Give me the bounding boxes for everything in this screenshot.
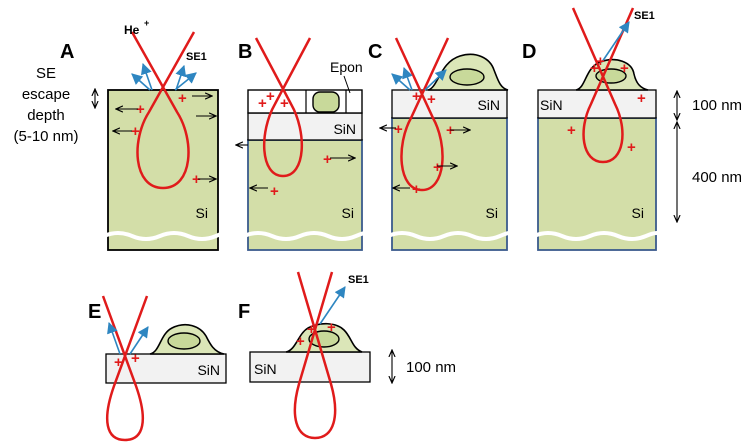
panel-b: B Si SiN Epon + + + + + xyxy=(236,37,369,251)
svg-text:+: + xyxy=(627,139,636,156)
helium-beam xyxy=(254,37,312,178)
svg-text:depth: depth xyxy=(27,107,65,124)
panel-label-d: D xyxy=(522,41,536,63)
helium-beam xyxy=(571,7,635,164)
svg-text:(5-10 nm): (5-10 nm) xyxy=(13,128,78,145)
svg-text:+: + xyxy=(412,181,421,198)
svg-text:+: + xyxy=(131,350,140,367)
panel-c: C Si SiN + + + + + + xyxy=(368,37,514,251)
svg-text:+: + xyxy=(114,354,123,371)
svg-text:+: + xyxy=(258,95,267,112)
panel-label-c: C xyxy=(368,41,382,63)
svg-text:+: + xyxy=(620,60,629,77)
svg-text:+: + xyxy=(433,159,442,176)
svg-text:+: + xyxy=(280,95,289,112)
svg-text:+: + xyxy=(270,183,279,200)
sin-label: SiN xyxy=(197,362,220,378)
svg-text:+: + xyxy=(596,53,605,70)
si-label: Si xyxy=(632,205,644,221)
epon-label: Epon xyxy=(330,59,363,75)
helium-beam xyxy=(101,295,149,442)
si-label: Si xyxy=(196,205,208,221)
svg-text:+: + xyxy=(266,88,275,105)
svg-text:+: + xyxy=(192,171,201,188)
se1-label: SE1 xyxy=(186,51,207,63)
panel-a: A Si He + SE1 + + + + xyxy=(60,18,227,251)
svg-text:+: + xyxy=(307,321,316,338)
svg-text:SE: SE xyxy=(36,65,56,82)
sin-label: SiN xyxy=(477,97,500,113)
panel-e: E SiN + + xyxy=(88,295,227,442)
dim-bottom-label: 100 nm xyxy=(406,359,456,376)
svg-text:+: + xyxy=(637,90,646,107)
helium-beam xyxy=(293,271,337,440)
sin-label: SiN xyxy=(254,361,277,377)
silicon-layer xyxy=(538,118,656,250)
si-label: Si xyxy=(342,205,354,221)
silicon-layer xyxy=(108,90,218,250)
panel-label-e: E xyxy=(88,301,101,323)
silicon-layer xyxy=(392,118,507,250)
panel-label-f: F xyxy=(238,301,250,323)
escape-depth-label: SE escape depth (5-10 nm) xyxy=(13,65,78,145)
he-ion-label: He xyxy=(124,23,140,37)
svg-text:+: + xyxy=(567,122,576,139)
sin-label: SiN xyxy=(540,97,563,113)
svg-text:+: + xyxy=(296,333,305,350)
panel-d: D Si SiN SE1 + + + + + + xyxy=(522,7,662,251)
sin-layer xyxy=(537,89,657,119)
svg-text:+: + xyxy=(144,18,149,28)
svg-text:+: + xyxy=(327,319,336,336)
svg-text:+: + xyxy=(590,60,599,77)
se1-label: SE1 xyxy=(348,274,369,286)
panel-label-b: B xyxy=(238,41,252,63)
si-label: Si xyxy=(486,205,498,221)
svg-text:+: + xyxy=(394,121,403,138)
helium-beam xyxy=(394,37,450,192)
svg-text:+: + xyxy=(323,151,332,168)
panel-label-a: A xyxy=(60,41,74,63)
sin-label: SiN xyxy=(333,121,356,137)
se1-label: SE1 xyxy=(634,10,655,22)
dim-si-label: 400 nm xyxy=(692,169,742,186)
sin-layer xyxy=(249,351,371,383)
sin-layer xyxy=(391,89,508,119)
svg-text:+: + xyxy=(178,90,187,107)
svg-text:+: + xyxy=(131,123,140,140)
svg-text:+: + xyxy=(412,88,421,105)
dim-sin-label: 100 nm xyxy=(692,97,742,114)
panel-f: F SiN SE1 + + + xyxy=(238,271,371,440)
helium-beam xyxy=(130,31,196,190)
svg-text:+: + xyxy=(136,101,145,118)
svg-text:+: + xyxy=(427,91,436,108)
svg-text:escape: escape xyxy=(22,86,70,103)
